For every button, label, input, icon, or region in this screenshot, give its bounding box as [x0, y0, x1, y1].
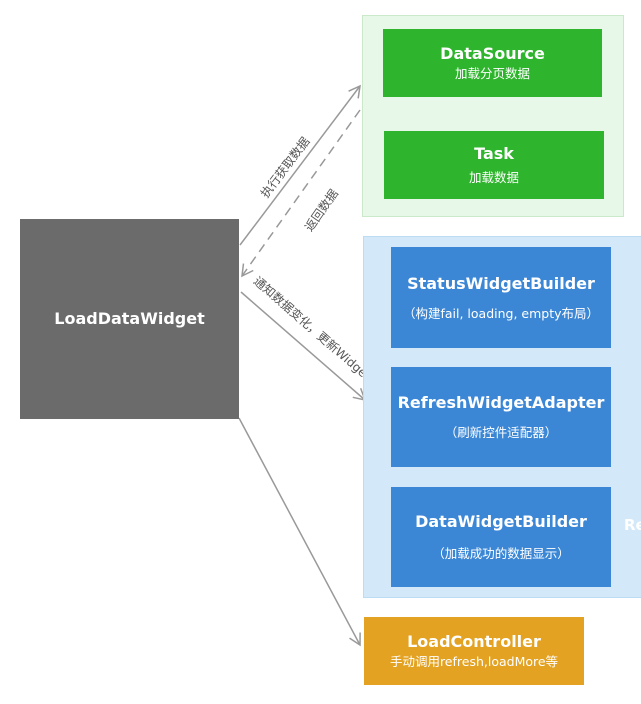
task-node: Task 加载数据: [384, 131, 604, 199]
return-arrow: [241, 109, 361, 278]
data-widget-builder-title: DataWidgetBuilder: [415, 512, 587, 531]
status-widget-builder-title: StatusWidgetBuilder: [407, 273, 595, 293]
load-data-widget-title: LoadDataWidget: [54, 309, 205, 328]
data-widget-builder-node: DataWidgetBuilder （加载成功的数据显示）: [391, 487, 611, 587]
fetch-arrow: [239, 84, 361, 246]
refresh-widget-adapter-subtitle: （刷新控件适配器）: [444, 425, 558, 440]
task-subtitle: 加载数据: [468, 170, 519, 185]
data-source-node: DataSource 加载分页数据: [383, 29, 602, 97]
ui-group-clipped-label: Re: [624, 516, 641, 534]
status-widget-builder-subtitle: （构建fail, loading, empty布局）: [402, 305, 600, 321]
data-source-title: DataSource: [440, 44, 545, 63]
notify-arrow: [240, 291, 367, 402]
load-controller-node: LoadController 手动调用refresh,loadMore等: [364, 617, 584, 685]
status-widget-builder-node: StatusWidgetBuilder （构建fail, loading, em…: [391, 247, 611, 348]
controller-arrow: [238, 417, 361, 647]
refresh-widget-adapter-title: RefreshWidgetAdapter: [397, 393, 605, 412]
task-title: Task: [474, 144, 514, 163]
data-widget-builder-subtitle: （加载成功的数据显示）: [432, 546, 570, 561]
load-controller-subtitle: 手动调用refresh,loadMore等: [389, 654, 559, 669]
load-data-widget-node: LoadDataWidget: [20, 219, 239, 419]
refresh-widget-adapter-node: RefreshWidgetAdapter （刷新控件适配器）: [391, 367, 611, 467]
load-controller-title: LoadController: [407, 632, 541, 651]
data-source-subtitle: 加载分页数据: [454, 66, 530, 81]
